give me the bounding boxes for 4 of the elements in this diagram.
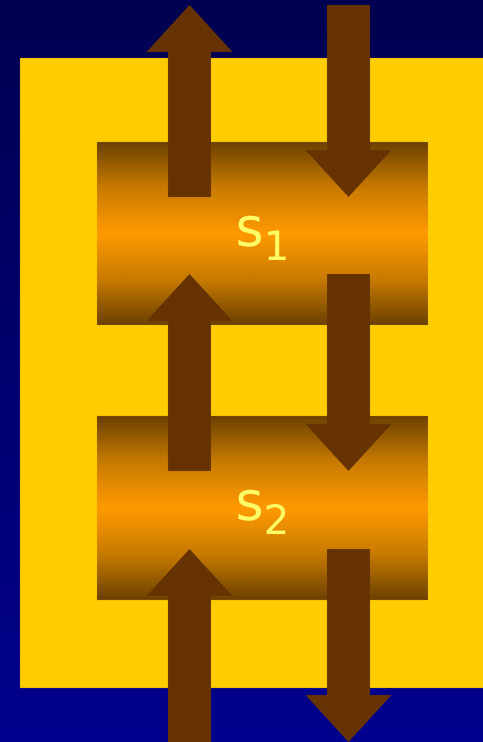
node-label: s$_{1}$ [236,200,290,266]
block-arrow [146,5,232,197]
node-label: s$_{2}$ [236,475,290,541]
block-arrow [306,549,392,742]
